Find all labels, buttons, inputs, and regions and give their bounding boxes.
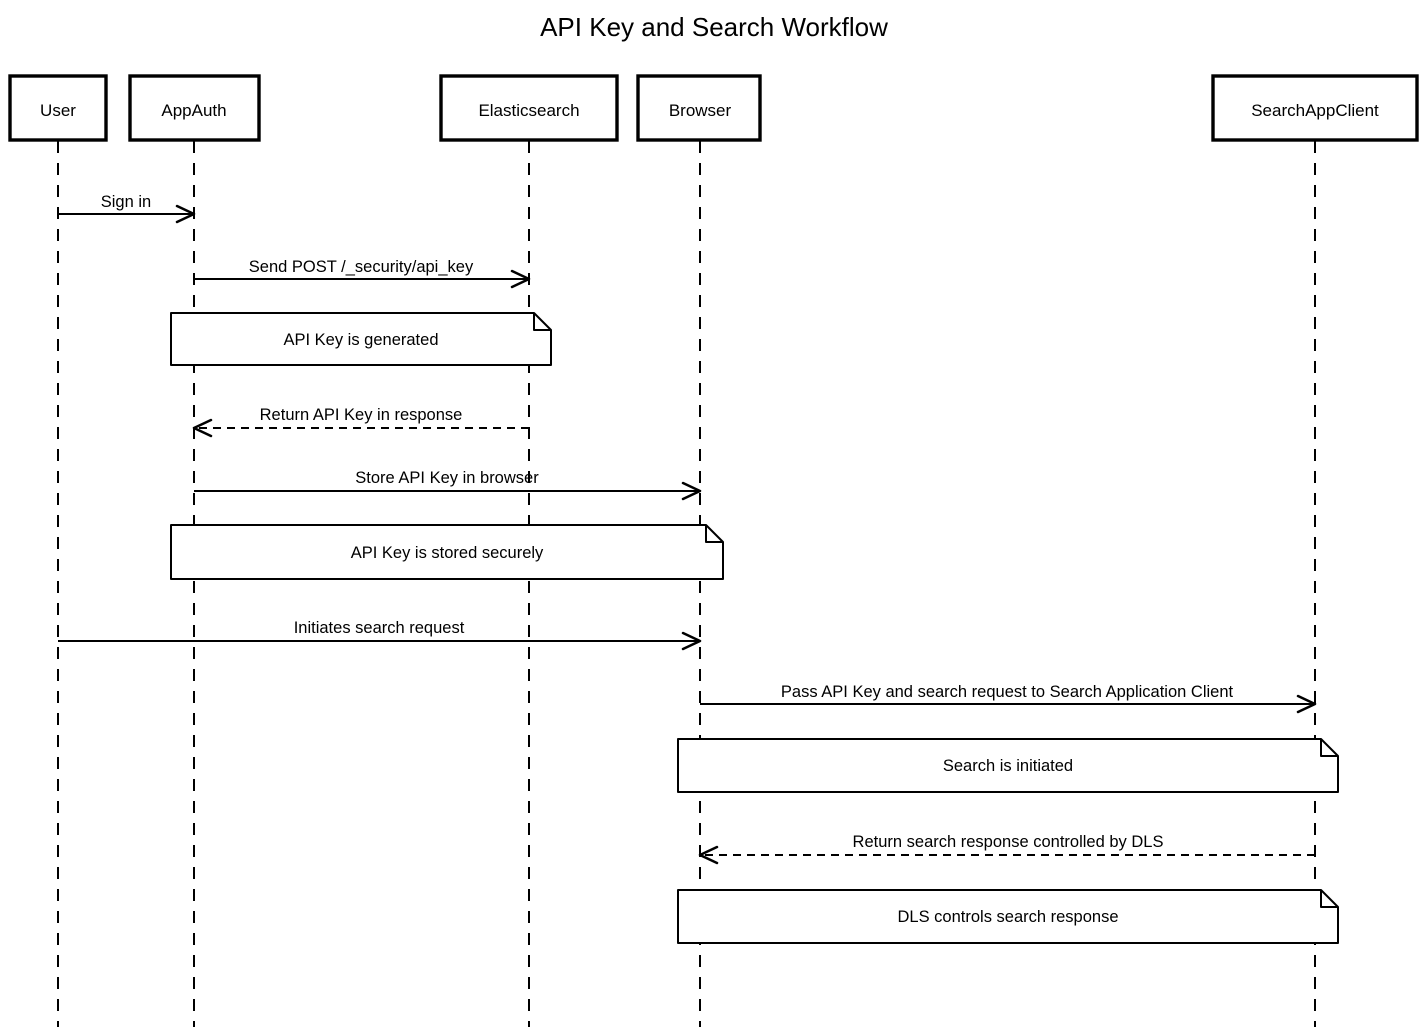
- participant-searchappclient: SearchAppClient: [1211, 74, 1419, 142]
- note-api-key-stored-shape: [170, 524, 724, 580]
- note-dls-controls-shape: [677, 889, 1339, 944]
- note-api-key-generated-shape: [170, 312, 552, 366]
- arrowhead-left-icon: [698, 845, 719, 865]
- participant-browser: Browser: [636, 74, 762, 142]
- participant-browser-box: [636, 74, 762, 142]
- message-initiates-search: Initiates search request: [58, 619, 702, 651]
- participant-elasticsearch-box: [439, 74, 619, 142]
- arrowhead-left-icon: [192, 418, 213, 438]
- participant-appauth-box: [128, 74, 261, 142]
- message-return-search-response-label: Return search response controlled by DLS: [853, 833, 1164, 851]
- message-send-post-api-key: Send POST /_security/api_key: [194, 258, 531, 289]
- note-dls-controls-text: DLS controls search response: [897, 908, 1118, 926]
- arrowhead-right-icon: [175, 204, 196, 224]
- message-send-post-api-key-label: Send POST /_security/api_key: [249, 258, 474, 276]
- participant-user: User: [8, 74, 108, 142]
- arrowhead-right-icon: [510, 269, 531, 289]
- arrowhead-right-icon: [681, 631, 702, 651]
- message-store-api-key-label: Store API Key in browser: [355, 469, 539, 487]
- message-pass-api-key-label: Pass API Key and search request to Searc…: [781, 683, 1234, 701]
- note-fold-corner-icon: [1320, 739, 1338, 757]
- participant-elasticsearch-label: Elasticsearch: [478, 101, 579, 120]
- note-api-key-stored: API Key is stored securely: [170, 524, 724, 580]
- note-fold-corner-icon: [705, 525, 723, 543]
- message-return-api-key-label: Return API Key in response: [260, 406, 463, 424]
- note-search-initiated-text: Search is initiated: [943, 757, 1073, 775]
- note-api-key-stored-text: API Key is stored securely: [351, 544, 544, 562]
- message-return-api-key: Return API Key in response: [192, 406, 529, 438]
- participant-user-label: User: [40, 101, 76, 120]
- note-api-key-generated: API Key is generated: [170, 312, 552, 366]
- message-return-search-response: Return search response controlled by DLS: [698, 833, 1315, 865]
- participant-appauth-label: AppAuth: [161, 101, 226, 120]
- participant-browser-label: Browser: [669, 101, 732, 120]
- note-search-initiated: Search is initiated: [677, 738, 1339, 793]
- note-fold-corner-icon: [1320, 890, 1338, 908]
- participant-searchappclient-box: [1211, 74, 1419, 142]
- message-sign-in: Sign in: [58, 193, 196, 224]
- participant-elasticsearch: Elasticsearch: [439, 74, 619, 142]
- note-fold-corner-icon: [533, 313, 551, 331]
- message-initiates-search-label: Initiates search request: [294, 619, 465, 637]
- note-dls-controls: DLS controls search response: [677, 889, 1339, 944]
- note-search-initiated-shape: [677, 738, 1339, 793]
- participant-user-box: [8, 74, 108, 142]
- message-sign-in-label: Sign in: [101, 193, 151, 211]
- lifelines: [57, 141, 1316, 1027]
- message-store-api-key: Store API Key in browser: [194, 469, 702, 501]
- diagram-title: API Key and Search Workflow: [540, 12, 888, 42]
- participant-searchappclient-label: SearchAppClient: [1251, 101, 1379, 120]
- message-pass-api-key: Pass API Key and search request to Searc…: [700, 683, 1317, 714]
- note-api-key-generated-text: API Key is generated: [283, 331, 438, 349]
- arrowhead-right-icon: [1296, 694, 1317, 714]
- participant-appauth: AppAuth: [128, 74, 261, 142]
- arrowhead-right-icon: [681, 481, 702, 501]
